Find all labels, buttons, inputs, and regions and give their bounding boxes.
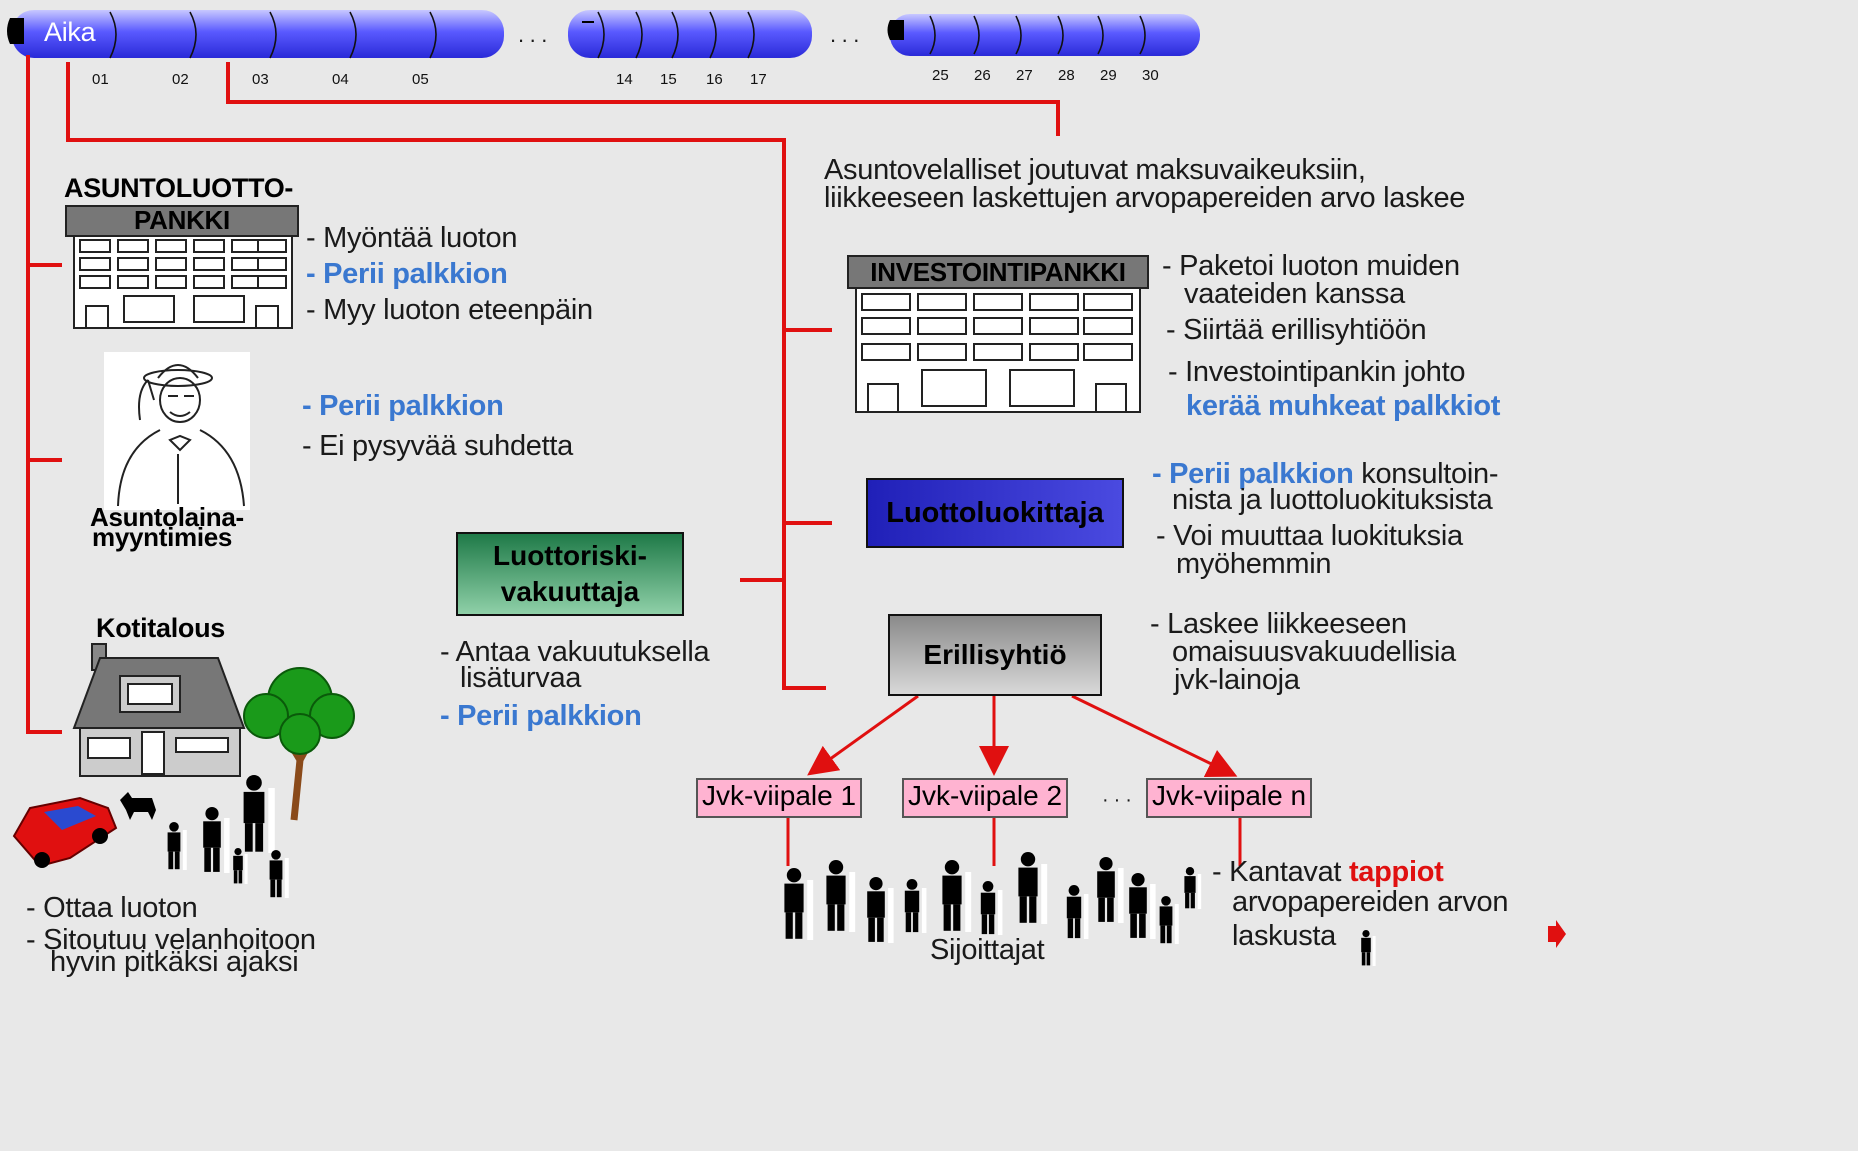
household-people [167,775,289,898]
investors-line3: laskusta [1232,920,1336,952]
timeline-marker-icon [7,18,24,44]
investors-line1: - Kantavat tappiot [1212,858,1444,887]
investment-bank-item-1: - Paketoi luoton muiden [1162,250,1460,282]
tranche-dots: · · · [1102,789,1132,811]
timeline [7,10,1200,59]
rating-agency-fee: - Perii palkkion [1152,458,1354,490]
rating-agency-box: Luottoluokittaja [866,478,1124,548]
investment-bank-sign: INVESTOINTIPANKKI [870,257,1126,287]
tick-label: 28 [1058,67,1075,84]
investment-bank-item-2: vaateiden kanssa [1184,278,1405,310]
mortgage-bank-building-icon [65,205,299,329]
tick-label: 29 [1100,67,1117,84]
investors-line1-a: - Kantavat [1212,856,1349,888]
household-item-2: - Sitoutuu velanhoitoon [26,924,316,956]
timeline-segment-1 [12,10,504,58]
insurer-label-1: Luottoriski- [493,540,647,571]
rating-agency-line2: nista ja luottoluokituksista [1172,484,1493,516]
dog-icon [120,792,156,820]
investors-losses: tappiot [1348,856,1444,888]
salesman-item-1: - Perii palkkion [302,390,504,422]
bank-item-2: - Perii palkkion [306,258,508,290]
salesman-label-1: Asuntolaina- [90,502,244,532]
tick-label: 14 [616,71,633,88]
tick-label: 03 [252,71,269,88]
investment-bank-item-4: - Investointipankin johto [1168,356,1466,388]
tranche-2: Jvk-viipale 2 [902,778,1069,818]
tick-label: 15 [660,71,677,88]
next-arrow-icon [1548,920,1566,948]
investment-bank-item-5: kerää muhkeat palkkiot [1186,390,1501,422]
timeline-marker-icon [887,20,904,40]
investors-label: Sijoittajat [930,934,1045,966]
timeline-ellipsis: . . . [518,22,548,47]
investment-bank-building-icon [847,255,1149,413]
tick-label: 16 [706,71,723,88]
rating-agency-line1: - Perii palkkion konsultoin- [1152,458,1499,490]
insurer-item-3: - Perii palkkion [440,700,642,732]
timeline-segment-3 [890,14,1200,56]
tick-label: 01 [92,71,109,88]
spv-arrows [807,694,1238,777]
tranche-1: Jvk-viipale 1 [696,778,863,818]
header-note-line1: Asuntovelalliset joutuvat maksuvaikeuksi… [824,154,1366,186]
diagram-canvas [7,10,1566,966]
investors-line2: arvopapereiden arvon [1232,886,1509,918]
tick-label: 04 [332,71,349,88]
insurer-item-1: - Antaa vakuutuksella [440,636,710,668]
insurer-label-2: vakuuttaja [500,576,640,607]
tick-label: 30 [1142,67,1159,84]
car-icon [12,796,118,868]
tick-label: 17 [750,71,767,88]
tranche-n: Jvk-viipale n [1146,778,1313,818]
salesman-item-2: - Ei pysyvää suhdetta [302,430,573,462]
household-item-3: hyvin pitkäksi ajaksi [50,946,299,978]
tick-label: 27 [1016,67,1033,84]
tranche-drop-lines [786,818,1242,866]
tick-label: 02 [172,71,189,88]
timeline-label: Aika [44,17,96,47]
timeline-ellipsis: . . . [830,22,860,47]
house-icon [72,643,246,777]
tick-label: 26 [974,67,991,84]
timeline-segment-2 [568,10,812,58]
header-note-line2: liikkeeseen laskettujen arvopapereiden a… [824,182,1466,214]
investment-bank-item-3: - Siirtää erillisyhtiöön [1166,314,1427,346]
spv-box: Erillisyhtiö [888,614,1102,696]
insurer-item-2: lisäturvaa [460,662,582,694]
bank-title: ASUNTOLUOTTO- [64,173,294,203]
bank-item-3: - Myy luoton eteenpäin [306,294,593,326]
household-title: Kotitalous [96,613,225,643]
spv-item-1: - Laskee liikkeeseen [1150,608,1407,640]
spv-label: Erillisyhtiö [923,639,1067,670]
connector-lines [26,55,1060,734]
salesman-label-2: myyntimies [92,522,233,552]
rating-agency-fee-rest: konsultoin- [1353,458,1499,490]
tick-label: 05 [412,71,429,88]
tree-icon [243,667,355,821]
tick-label: 25 [932,67,949,84]
insurer-box: Luottoriski- vakuuttaja [456,532,684,616]
spv-item-3: jvk-lainoja [1174,664,1300,696]
rating-agency-line3: - Voi muuttaa luokituksia [1156,520,1463,552]
rating-agency-line4: myöhemmin [1176,548,1332,580]
bank-sign: PANKKI [134,205,230,235]
salesman-icon [104,352,250,510]
bank-item-1: - Myöntää luoton [306,222,518,254]
spv-item-2: omaisuusvakuudellisia [1172,636,1456,668]
household-item-1: - Ottaa luoton [26,892,198,924]
rating-agency-label: Luottoluokittaja [886,496,1104,529]
